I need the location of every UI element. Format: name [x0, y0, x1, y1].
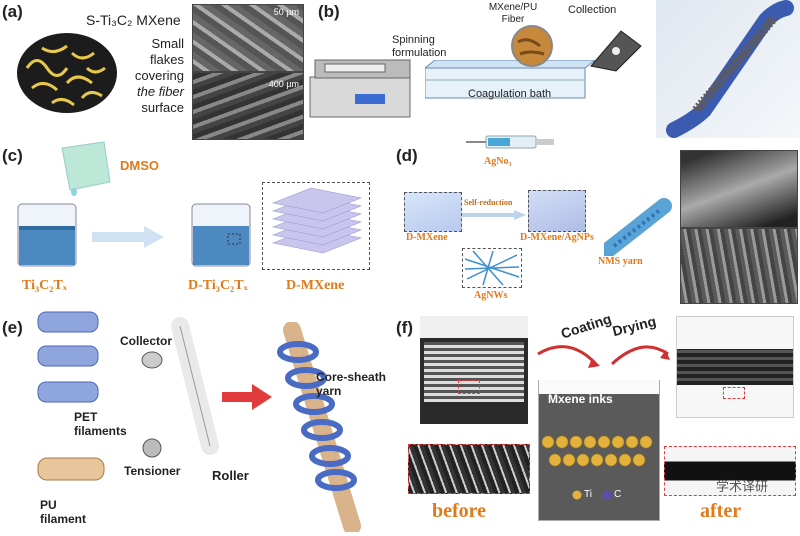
after-label: after [700, 500, 742, 522]
collection-label: Collection [568, 4, 617, 16]
reduction-arrow [462, 210, 526, 220]
agno-label: AgNo₃ [484, 156, 512, 167]
coagulation-bath [425, 60, 595, 99]
pu-label: PU filament [40, 498, 87, 526]
watermark-text: 学术译研 [716, 479, 769, 494]
sem-yarn-bottom [680, 228, 798, 304]
ti-icon [572, 490, 582, 500]
dmx-box [404, 192, 462, 232]
left-beaker-label: Ti₃C₂Tₓ [22, 278, 67, 293]
syringe-icon [466, 135, 554, 149]
syringe-pump-icon [309, 59, 411, 118]
yarn-label: Core-sheath yarn [316, 370, 387, 398]
inks-label: Mxene inks [548, 392, 613, 406]
panel-a-title: S-Ti₃C₂ MXene [86, 12, 181, 28]
roller-label: Roller [212, 468, 249, 483]
collector-icon [141, 351, 163, 369]
after-sem [664, 446, 796, 496]
dmxene-stack-box [262, 182, 370, 270]
c-icon [602, 490, 612, 500]
panel-b-label: (b) [318, 2, 340, 21]
c-label: C [614, 489, 622, 500]
tensioner-label: Tensioner [124, 464, 181, 478]
dmx-ag-box [528, 190, 586, 232]
mid-beaker-label: D-Ti₃C₂Tₓ [188, 278, 248, 293]
sem-image-top: 50 µm [192, 4, 304, 72]
before-cylinder [420, 316, 528, 424]
tensioner-icon [142, 438, 162, 458]
desc-line: surface [141, 100, 184, 115]
agnws-box [462, 248, 522, 288]
bath-label: Coagulation bath [468, 88, 552, 100]
desc-line: covering [134, 68, 184, 83]
beaker-left [17, 203, 77, 267]
ti-label: Ti [584, 489, 592, 500]
collector-icon [590, 30, 642, 72]
spinning-label: Spinning formulation [392, 34, 447, 59]
fiber-photo [656, 0, 800, 138]
desc-line: the fiber [137, 84, 184, 99]
scale-bottom: 400 µm [268, 79, 299, 89]
dmx-label: D-MXene [406, 232, 448, 243]
desc-line: flakes [150, 52, 184, 67]
fiber-magnifier [511, 25, 553, 67]
mxene-atoms [541, 435, 653, 467]
red-arrow [222, 384, 272, 410]
desc-line: Small [151, 36, 184, 51]
collector-label: Collector [120, 334, 173, 348]
dmso-label: DMSO [120, 158, 159, 173]
scale-top: 50 µm [273, 7, 299, 17]
panel-d-label: (d) [396, 146, 418, 165]
fiber-label: MXene/PU Fiber [488, 2, 538, 25]
panel-c-label: (c) [2, 146, 23, 165]
nms-label: NMS yarn [598, 256, 643, 267]
process-arrow [92, 226, 164, 248]
before-sem [408, 444, 530, 494]
before-label: before [432, 500, 487, 522]
sem-image-bottom: 400 µm [192, 72, 304, 140]
agnws-label: AgNWs [474, 290, 508, 301]
dmx-ag-label: D-MXene/AgNPs [520, 232, 594, 243]
self-red-label: Self-reduction [464, 198, 513, 207]
pet-label: PET filaments [74, 410, 127, 438]
after-cylinder [676, 316, 794, 418]
coating-arrows [537, 345, 670, 368]
panel-e-label: (e) [2, 318, 23, 337]
beaker-mid [191, 203, 251, 267]
dmso-cup [61, 141, 111, 196]
stack-label: D-MXene [286, 278, 345, 293]
core-sheath-yarn [277, 322, 361, 532]
panel-a-label: (a) [2, 2, 23, 21]
panel-f-label: (f) [396, 318, 413, 337]
ink-beaker [538, 380, 660, 521]
mxene-fiber-illustration [17, 33, 117, 113]
nms-yarn-icon [604, 198, 672, 256]
roller-icon [171, 317, 219, 455]
pet-spools [37, 311, 99, 403]
panel-a-desc: Small flakes covering the fiber surface [122, 36, 184, 116]
pu-spool [37, 457, 105, 481]
sem-yarn-top [680, 150, 798, 228]
